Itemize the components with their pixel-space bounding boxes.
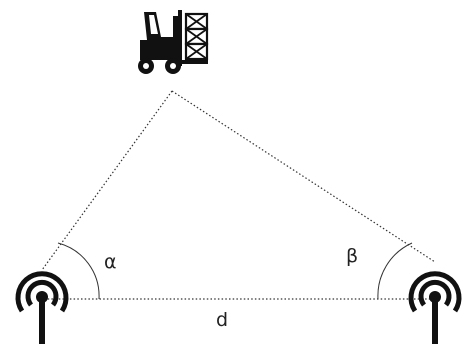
left-sight-line — [41, 90, 173, 271]
angle-alpha-arc — [57, 242, 100, 300]
forklift-icon — [138, 10, 209, 74]
antenna-icon-left — [15, 271, 69, 344]
angle-beta-label: β — [346, 245, 358, 267]
angle-alpha-label: α — [104, 251, 117, 273]
angle-beta-arc — [377, 242, 413, 300]
baseline-label: d — [216, 309, 228, 331]
antenna-icon-right — [408, 271, 462, 344]
right-sight-line — [171, 90, 436, 263]
